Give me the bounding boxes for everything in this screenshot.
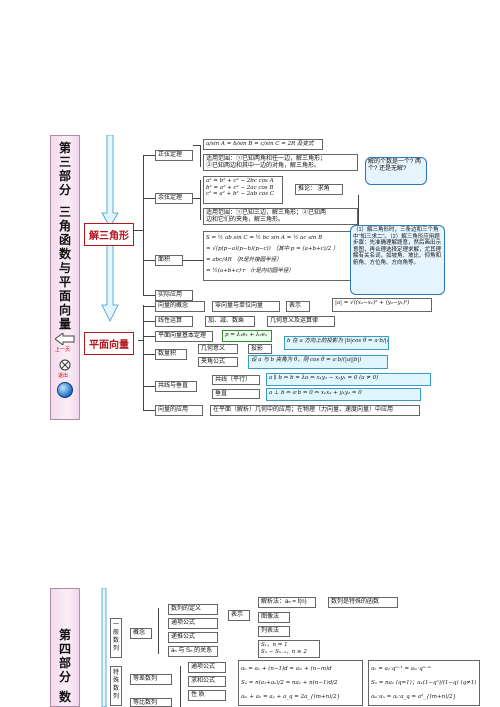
vector-application-node[interactable]: 向量的应用 <box>155 405 203 416</box>
cosine-variant: 推论： 求角 <box>295 184 343 195</box>
arithmetic-node[interactable]: 等差数列 <box>130 674 172 685</box>
angle-node: 夹角公式 <box>198 357 238 367</box>
angle-formula: 设 a 与 b 夹角为 θ，则 cos θ = a·b/(|a||b|) <box>248 355 388 369</box>
projection-node: 投影 <box>248 344 272 354</box>
ops-node: 加、减、数乘 <box>205 316 255 327</box>
perpendicular-node: 垂直 <box>212 389 260 399</box>
term-formula-node[interactable]: 通项公式 <box>188 662 226 673</box>
projection-formula: b 在 a 方向上的投影为 |b|cos θ = a·b/|a| <box>284 336 389 350</box>
geometric-node[interactable]: 等比数列 <box>130 698 172 707</box>
recursive-node[interactable]: 递推公式 <box>168 632 218 643</box>
vec-tick-1 <box>143 306 155 307</box>
practical-node[interactable]: 实际应用 <box>155 290 193 301</box>
represent-node: 表示 <box>286 301 310 312</box>
chapter-vector[interactable]: 平面向量 <box>84 332 134 355</box>
vector-connector <box>138 340 143 341</box>
vector-application-text: 在平面（解析）几何中的应用；在物理（力向量、速度向量）中应用 <box>210 405 420 416</box>
collinear-node: 共线（平行） <box>212 375 260 385</box>
dot-product-node[interactable]: 数量积 <box>155 349 187 360</box>
p4-special-spine <box>180 666 181 707</box>
globe-icon[interactable] <box>57 382 73 398</box>
prev-page-button[interactable] <box>54 332 75 346</box>
general-term-node[interactable]: 通项公式 <box>168 618 218 629</box>
vec-tick-3 <box>143 336 155 337</box>
area-connector <box>183 260 203 261</box>
part3-sidebar <box>50 135 80 420</box>
trig-spine <box>143 155 144 295</box>
solution-count-note: 解的个数是一个? 两个? 还是无解? <box>365 157 427 185</box>
image-method-node: 图像法 <box>258 612 290 623</box>
note-link <box>358 195 359 225</box>
sum-formula-node[interactable]: 求和公式 <box>188 676 226 687</box>
trig-branch-area <box>143 260 155 261</box>
geometric-formulas: aₙ = a₁·qⁿ⁻¹ = aₘ·qⁿ⁻ᵐ Sₙ = na₁ (q=1)；a₁… <box>368 660 480 706</box>
list-method-node: 列表法 <box>258 626 290 637</box>
modulus-formula: |a| = √((x₂−x₁)² + (y₂−y₁)²) <box>332 298 432 312</box>
vector-spine <box>143 305 144 411</box>
arithmetic-formulas: aₙ = a₁ + (n−1)d = aₘ + (n−m)d Sₙ = n(a₁… <box>238 660 363 706</box>
trig-branch-sine <box>143 155 155 156</box>
sine-spine <box>193 145 201 146</box>
vec-tick-6 <box>143 410 155 411</box>
sine-scope: 适用范围：①已知两角和任一边，解三角形； ②已知两边和其中一边的对角，解三角形。 <box>203 154 358 171</box>
collinear-formula: a ∥ b ⇔ b = λa ⇔ x₁y₂ − x₂y₁ = 0 (a ≠ 0) <box>266 373 431 386</box>
close-circle-icon <box>59 359 71 371</box>
properties-node[interactable]: 性 质 <box>188 690 226 701</box>
part4-panel: 第 四 部 分 数 一 般 数 列 概念 数列的定义 表示 解析法：aₙ = f… <box>50 588 490 707</box>
basic-theorem-formula: p = λ₁e₁ + λ₂e₂ <box>222 330 272 342</box>
cosine-law-node[interactable]: 余弦定理 <box>155 193 193 204</box>
perpendicular-formula: a ⊥ b ⇔ a·b = 0 ⇔ x₁x₂ + y₁y₂ = 0 <box>266 388 421 401</box>
area-formulas: S = ½ ab sin C = ½ bc sin A = ½ ac sin B… <box>203 231 355 281</box>
exit-label[interactable]: 退出 <box>58 373 69 379</box>
collinear-perp-node[interactable]: 共线与垂直 <box>155 381 197 392</box>
geo-meaning-node: 几何意义及运算律 <box>267 316 335 327</box>
definition-node[interactable]: 数列的定义 <box>168 604 218 615</box>
trig-connector <box>133 230 143 231</box>
trig-method-note: （1）解三角形时，三条边和三个角中"知三求二"。（2）解三角形应用题步骤：先准确… <box>350 225 445 295</box>
linear-ops-node[interactable]: 线性运算 <box>155 316 193 327</box>
area-node[interactable]: 面积 <box>155 255 183 266</box>
trig-branch-cosine <box>143 198 155 199</box>
part3-panel: 第 三 部 分 三 角 函 数 与 平 面 向 量 上一页 退出 解三角形 平面… <box>50 135 460 420</box>
cos-spine <box>193 198 201 199</box>
sum-relation-node[interactable]: aₙ 与 Sₙ 的关系 <box>168 646 218 657</box>
geo-sense-node: 几何意义 <box>198 344 238 354</box>
special-fn-node: 数列是特殊的函数 <box>328 597 398 608</box>
vec-tick-4 <box>143 354 155 355</box>
left-arrow-icon <box>54 332 75 346</box>
sine-spine-v <box>200 145 201 167</box>
sn-relation: S₁，n = 1 Sₙ − Sₙ₋₁，n ≥ 2 <box>258 640 320 658</box>
sine-formula: a/sin A = b/sin B = c/sin C = 2R 及变式 <box>203 139 323 150</box>
vec-tick-5 <box>143 386 155 387</box>
general-sequence-node[interactable]: 一 般 数 列 <box>110 618 122 658</box>
part3-sidebar-title: 第 三 部 分 三 角 函 数 与 平 面 向 量 <box>58 141 71 331</box>
flow-arrows <box>101 135 119 322</box>
prev-page-label[interactable]: 上一页 <box>55 347 71 353</box>
p4-represent-node: 表示 <box>228 610 250 621</box>
part4-sidebar-title: 第 四 部 分 数 <box>58 628 71 704</box>
basic-theorem-node[interactable]: 平面向量基本定理 <box>155 331 213 342</box>
cos-spine-v <box>200 180 201 220</box>
special-sequence-node[interactable]: 特 殊 数 列 <box>110 666 122 706</box>
chapter-trig[interactable]: 解三角形 <box>84 223 134 246</box>
analytic-node: 解析法：aₙ = f(n) <box>258 597 316 608</box>
vector-concept-node[interactable]: 向量的概念 <box>155 301 205 312</box>
exit-button[interactable] <box>59 358 71 371</box>
concept-node[interactable]: 概念 <box>130 628 152 639</box>
trig-branch-practical <box>143 295 155 296</box>
cosine-scope: 适用范围：①已知三边，解三角形；②已知两 边和它们的夹角，解三角形。 <box>203 208 358 225</box>
zero-unit-node: 零向量与单位向量 <box>212 301 280 312</box>
part4-flow-arrow <box>101 588 107 707</box>
sine-law-node[interactable]: 正弦定理 <box>155 150 193 161</box>
p4-spine <box>158 608 159 654</box>
part4-sidebar <box>50 588 80 707</box>
vec-tick-2 <box>143 321 155 322</box>
cosine-formulas: a² = b² + c² − 2bc cos A b² = a² + c² − … <box>203 176 283 204</box>
